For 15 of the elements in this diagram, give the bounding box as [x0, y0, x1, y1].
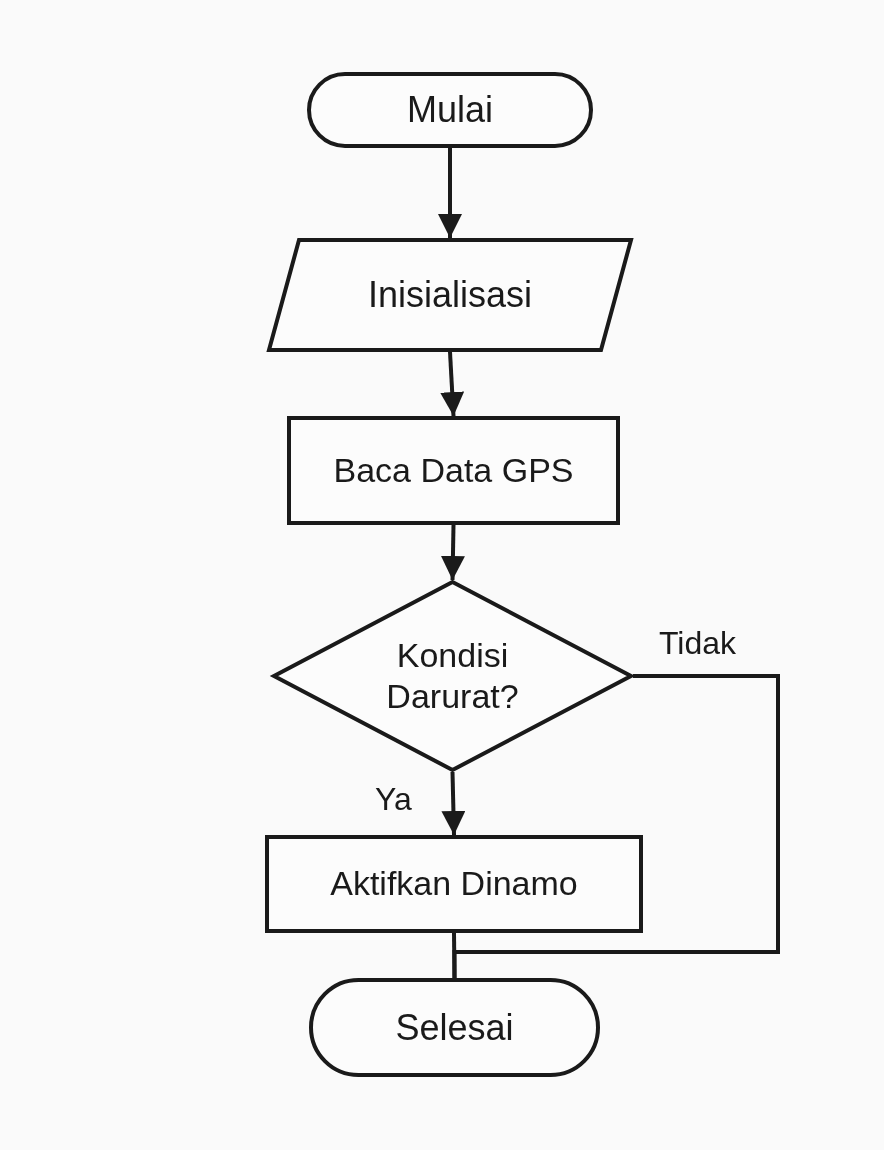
- arrow: [441, 771, 466, 836]
- node-label: Mulai: [407, 88, 493, 132]
- node-label: Kondisi Darurat?: [385, 634, 520, 717]
- input-parallelogram: [267, 238, 633, 352]
- node-label: Baca Data GPS: [333, 449, 574, 491]
- connector-line: [452, 932, 457, 979]
- node-label: Aktifkan Dinamo: [330, 863, 578, 905]
- node-label: Inisialisasi: [367, 273, 533, 317]
- arrow: [440, 351, 465, 417]
- process-box: [287, 416, 620, 525]
- process-box: [265, 835, 643, 933]
- arrow: [438, 148, 462, 238]
- decision-diamond: [272, 580, 633, 772]
- node-label: Selesai: [395, 1005, 514, 1050]
- arrow: [440, 524, 465, 581]
